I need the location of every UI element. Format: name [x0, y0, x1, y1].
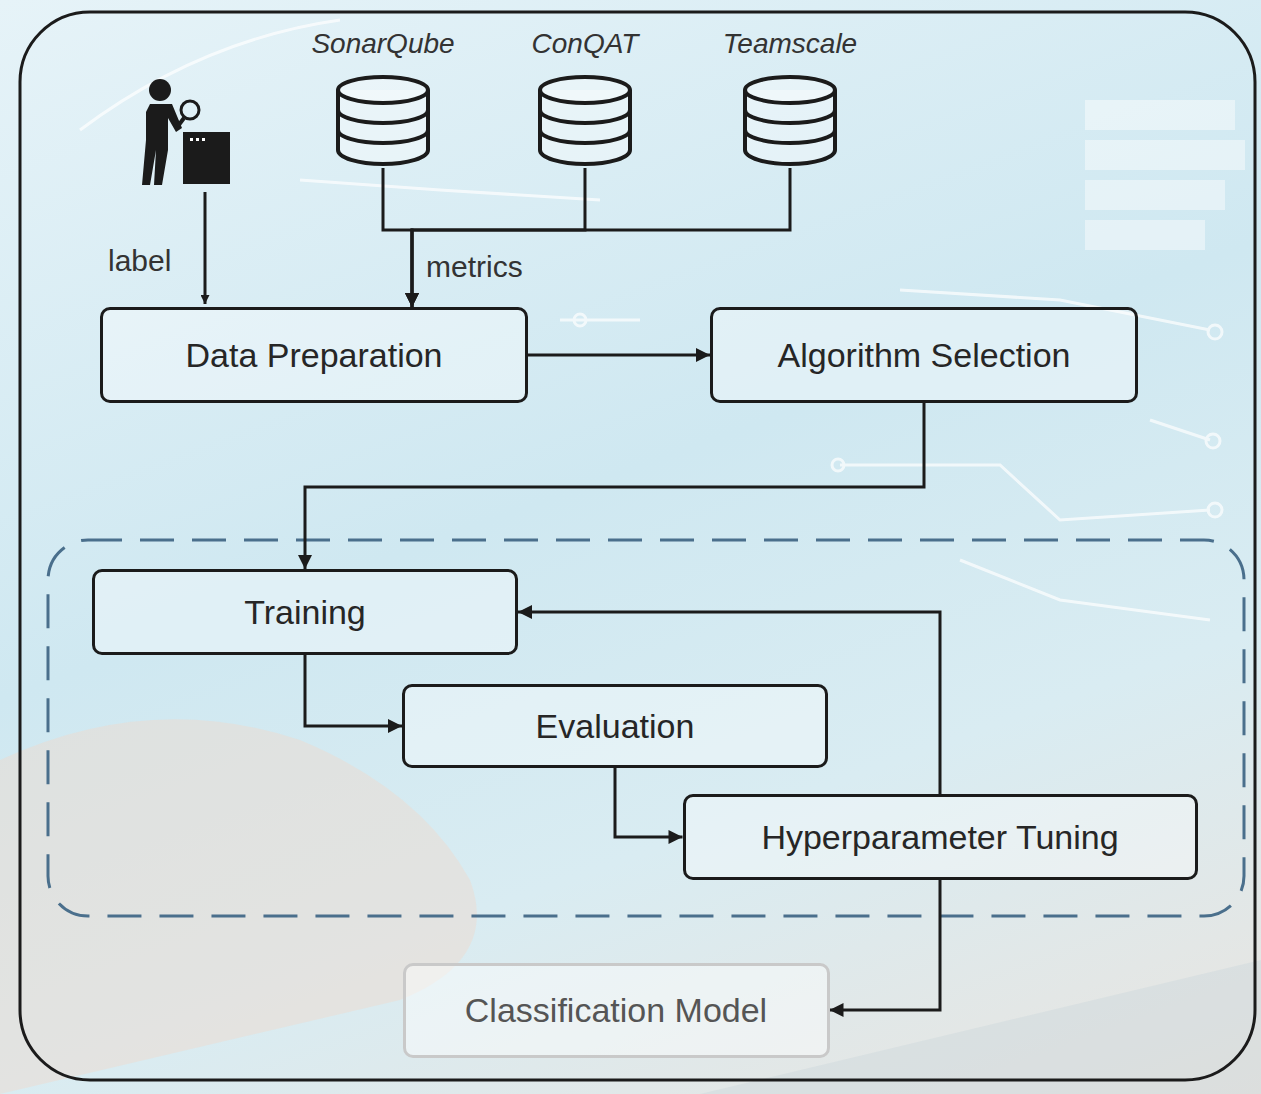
circuit-line: [300, 180, 600, 200]
circuit-line: [80, 20, 340, 130]
flow-arrow: [412, 168, 585, 307]
process-box: Hyperparameter Tuning: [683, 794, 1198, 880]
step-label: Classification Model: [465, 991, 767, 1030]
source-label: ConQAT: [532, 28, 639, 60]
database-cylinder: SonarQube: [311, 28, 454, 168]
analyst-head: [149, 79, 171, 101]
outer-frame: [20, 12, 1255, 1080]
process-box: Evaluation: [402, 684, 828, 768]
cylinder-band: [540, 130, 630, 143]
cylinder-band: [540, 110, 630, 123]
cylinder-shape: [741, 74, 839, 168]
magnifier: [181, 101, 199, 119]
circuit-dot: [1208, 325, 1222, 339]
label-arrow: [204, 192, 207, 304]
source-label: SonarQube: [311, 28, 454, 60]
arrow-label: label: [108, 244, 171, 278]
process-box: Data Preparation: [100, 307, 528, 403]
magnifier-handle: [178, 118, 184, 126]
screen-dot: [202, 138, 205, 141]
flow-arrow: [615, 768, 683, 837]
cylinder-top: [338, 77, 428, 103]
output-box: Classification Model: [403, 963, 830, 1058]
database-cylinder: Teamscale: [723, 28, 857, 168]
step-label: Training: [244, 593, 366, 632]
flow-arrow: [412, 168, 790, 307]
training-loop-region: [48, 540, 1244, 916]
cylinder-top: [540, 77, 630, 103]
step-label: Evaluation: [536, 707, 695, 746]
step-label: Hyperparameter Tuning: [761, 818, 1118, 857]
screen-bar: [1085, 180, 1225, 210]
flow-arrow: [830, 880, 941, 1010]
flow-arrow: [305, 403, 924, 569]
screen-bar: [1085, 140, 1245, 170]
circuit-line: [960, 560, 1210, 620]
edge-label: metrics: [426, 250, 523, 284]
process-box: Training: [92, 569, 518, 655]
process-box: Algorithm Selection: [710, 307, 1138, 403]
cylinder-band: [338, 130, 428, 143]
circuit-dot: [1208, 503, 1222, 517]
screen-bar: [1085, 100, 1235, 130]
database-cylinder: ConQAT: [532, 28, 639, 168]
flow-arrow: [528, 354, 710, 357]
cylinder-top: [745, 77, 835, 103]
code-screen: [183, 132, 230, 184]
circuit-dot: [1206, 434, 1220, 448]
analyst-body: [142, 104, 182, 185]
screen-dot: [190, 138, 193, 141]
source-label: Teamscale: [723, 28, 857, 60]
cylinder-band: [338, 110, 428, 123]
cylinder-shape: [536, 74, 634, 168]
circuit-line: [560, 319, 640, 322]
circuit-dot: [574, 314, 586, 326]
circuit-decoration: [80, 20, 1222, 620]
flow-arrow: [305, 655, 402, 726]
circuit-line: [1150, 420, 1210, 440]
screen-dot: [196, 138, 199, 141]
analyst-icon: [142, 79, 230, 185]
step-label: Data Preparation: [185, 336, 442, 375]
cylinder-band: [745, 130, 835, 143]
screen-bar: [1085, 220, 1205, 250]
cylinder-band: [745, 110, 835, 123]
circuit-dot: [832, 459, 844, 471]
flow-arrow: [383, 168, 412, 307]
step-label: Algorithm Selection: [778, 336, 1071, 375]
circuit-line: [840, 465, 1210, 520]
screen-decoration: [1085, 100, 1245, 250]
cylinder-shape: [334, 74, 432, 168]
